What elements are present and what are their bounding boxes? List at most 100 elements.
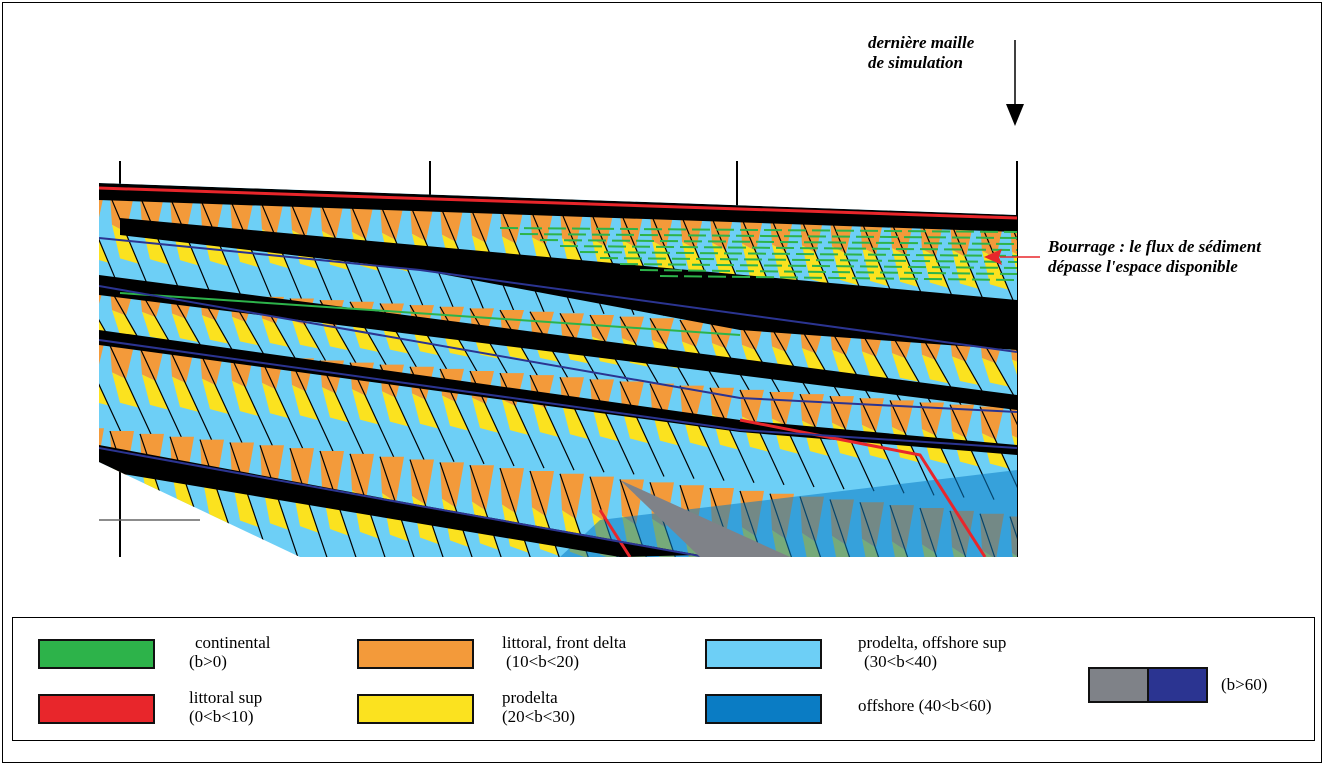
last-cell-line-1: dernière maille — [868, 33, 975, 52]
yellow-wedge — [99, 370, 108, 406]
swatch-littoral-front-delta — [357, 639, 474, 669]
orange-wedge — [830, 216, 854, 254]
yellow-wedge — [832, 349, 858, 379]
yellow-wedge — [1012, 552, 1017, 557]
orange-wedge — [560, 473, 584, 520]
sequence-boundary — [99, 447, 701, 557]
yellow-wedge — [382, 325, 408, 354]
orange-wedge — [800, 216, 824, 253]
overfill-arrow — [984, 249, 1040, 265]
orange-wedge — [230, 198, 254, 236]
last-cell-line-2: de simulation — [868, 53, 963, 72]
orange-wedge — [260, 199, 284, 237]
clinoform-line — [439, 306, 485, 385]
clinoform-line — [169, 349, 215, 446]
sequence-boundary — [99, 339, 1017, 449]
prodelta-offshore-sup-name: prodelta, offshore sup — [858, 633, 1007, 652]
swatch-offshore — [705, 694, 822, 724]
littoral-line — [598, 509, 632, 557]
prodelta-name: prodelta — [502, 688, 558, 707]
yellow-wedge — [99, 464, 108, 513]
label-deep: (b>60) — [1221, 675, 1267, 694]
condensed-band — [99, 275, 1017, 410]
orange-wedge — [320, 201, 344, 239]
orange-wedge — [920, 402, 944, 436]
orange-wedge — [860, 398, 884, 432]
yellow-wedge — [112, 224, 138, 264]
orange-wedge — [590, 476, 614, 523]
yellow-wedge — [562, 403, 588, 440]
prodelta-range: (20<b<30) — [502, 707, 575, 726]
continental-strip — [559, 245, 1017, 251]
orange-wedge — [500, 468, 524, 514]
orange-wedge — [680, 385, 704, 419]
orange-wedge — [650, 318, 674, 346]
clinoform-line — [769, 324, 815, 403]
swatch-continental — [38, 639, 155, 669]
yellow-wedge — [292, 320, 318, 349]
label-prodelta-offshore-sup: prodelta, offshore sup (30<b<40) — [858, 633, 1006, 671]
orange-wedge — [470, 465, 494, 511]
orange-wedge — [410, 459, 434, 506]
yellow-wedge — [112, 310, 138, 339]
littoral-front-delta-range: (10<b<20) — [506, 652, 579, 671]
clinoform-line — [349, 453, 395, 557]
swatch-deep — [1088, 667, 1208, 703]
yellow-wedge — [322, 321, 348, 351]
swatch-littoral-sup — [38, 694, 155, 724]
clinoform-line — [139, 195, 185, 302]
continental-name: continental — [195, 633, 271, 652]
clinoform-line — [829, 327, 875, 406]
label-prodelta: prodelta (20<b<30) — [502, 688, 575, 726]
yellow-wedge — [982, 550, 1008, 557]
overfill-line-1: Bourrage : le flux de sédiment — [1048, 237, 1261, 256]
yellow-wedge — [922, 354, 948, 384]
offshore-patch — [560, 470, 1017, 557]
orange-wedge — [830, 396, 854, 430]
continental-strip — [519, 233, 1017, 239]
continental-strip — [639, 269, 1017, 275]
clinoform-line — [889, 400, 935, 496]
orange-wedge — [470, 206, 494, 243]
orange-wedge — [350, 202, 374, 240]
orange-wedge — [530, 470, 554, 517]
orange-wedge — [950, 404, 974, 438]
littoral-front-delta-name: littoral, front delta — [502, 633, 627, 652]
orange-wedge — [620, 316, 644, 344]
orange-wedge — [560, 208, 584, 246]
section-body — [99, 183, 1017, 557]
yellow-wedge — [532, 401, 558, 437]
yellow-wedge — [142, 311, 168, 341]
orange-wedge — [650, 211, 674, 249]
arrowhead-left-icon — [984, 249, 1002, 265]
yellow-wedge — [112, 372, 138, 408]
continental-strip — [579, 251, 1017, 257]
yellow-wedge — [592, 405, 618, 442]
swatch-prodelta-offshore-sup — [705, 639, 822, 669]
yellow-wedge — [952, 249, 978, 289]
clinoform-line — [709, 387, 755, 484]
clinoform-line — [319, 360, 365, 456]
yellow-wedge — [292, 384, 318, 421]
overfill-line-2: dépasse l'espace disponible — [1048, 257, 1238, 276]
clinoform-line — [649, 383, 695, 479]
arrowhead-down-icon — [1006, 104, 1024, 126]
yellow-wedge — [712, 242, 738, 282]
clinoform-line — [619, 381, 665, 477]
yellow-wedge — [352, 389, 378, 425]
band-layer — [99, 183, 1017, 557]
clinoform-line — [199, 351, 245, 448]
clinoform-line — [289, 358, 335, 454]
legend: continental (b>0) littoral sup (0<b<10) … — [12, 617, 1315, 741]
orange-wedge — [680, 319, 704, 347]
clinoform-line — [679, 385, 725, 481]
yellow-wedge — [99, 308, 108, 338]
orange-wedge — [410, 204, 434, 242]
yellow-wedge — [412, 393, 438, 429]
yellow-wedge — [862, 351, 888, 380]
prodelta-offshore-sup-range: (30<b<40) — [864, 652, 937, 671]
clinoform-line — [589, 379, 635, 475]
littoral-line — [99, 186, 1017, 220]
yellow-wedge — [382, 391, 408, 427]
